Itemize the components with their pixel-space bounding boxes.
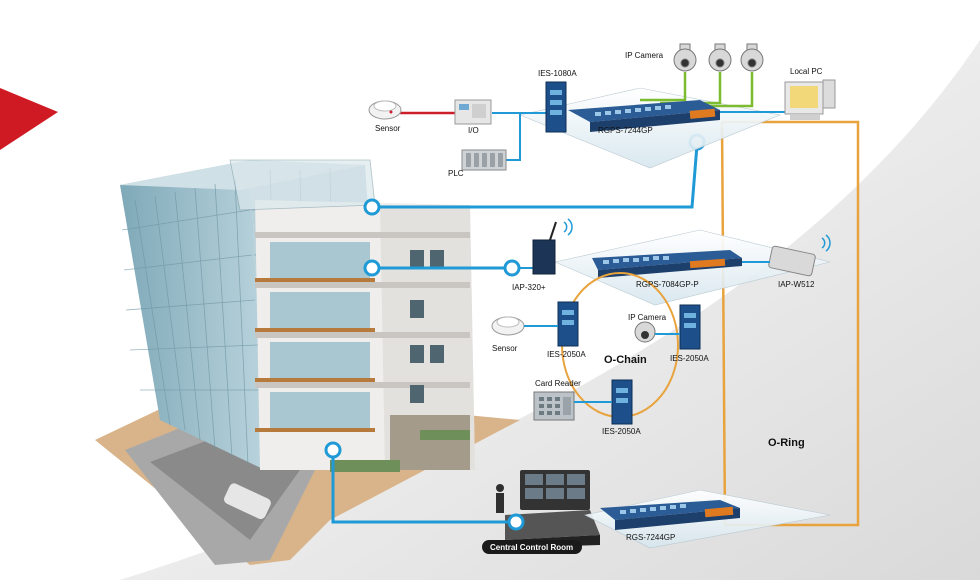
- plc-icon: [461, 149, 507, 171]
- label-ip-camera-top: IP Camera: [625, 51, 664, 60]
- label-plc: PLC: [448, 169, 464, 178]
- car-icon: [224, 483, 271, 520]
- label-rgps-7244gp: RGPS-7244GP: [598, 126, 653, 135]
- red-triangle-accent: [0, 88, 58, 150]
- label-ip-camera-mid: IP Camera: [628, 313, 667, 322]
- label-ies-2050a-left: IES-2050A: [547, 350, 586, 359]
- o-ring-line: [720, 120, 860, 527]
- label-ies-2050a-right: IES-2050A: [670, 354, 709, 363]
- label-rgs-7244gp: RGS-7244GP: [626, 533, 675, 542]
- sensor-mid-icon: [491, 316, 525, 336]
- ies-2050a-right-icon: [679, 304, 701, 350]
- label-iap-w512: IAP-W512: [778, 280, 815, 289]
- rgs-7244gp-switch-icon: [600, 500, 740, 530]
- label-io: I/O: [468, 126, 479, 135]
- ip-camera-mid-icon: [634, 321, 656, 343]
- label-local-pc: Local PC: [790, 67, 823, 76]
- label-o-ring: O-Ring: [768, 437, 805, 449]
- rgps-7084gp-p-switch-icon: [592, 250, 742, 278]
- label-card-reader: Card Reader: [535, 379, 581, 388]
- sensor-top-icon: [368, 100, 402, 120]
- label-o-chain: O-Chain: [604, 354, 647, 366]
- iap-w512-icon: [768, 234, 831, 277]
- rgps-7244gp-switch-icon: [568, 100, 720, 132]
- label-ies-1080a: IES-1080A: [538, 69, 577, 78]
- ies-2050a-left-icon: [557, 301, 579, 347]
- card-reader-icon: [533, 391, 575, 421]
- label-central-control-room: Central Control Room: [490, 543, 573, 552]
- building-illustration: [120, 159, 475, 472]
- io-module-icon: [454, 99, 492, 125]
- label-iap-320: IAP-320+: [512, 283, 546, 292]
- iap-320-icon: [532, 218, 573, 275]
- building-links: [331, 144, 699, 524]
- ies-2050a-bottom-icon: [611, 379, 633, 425]
- ip-camera-top-icons: [673, 43, 764, 72]
- label-rgps-7084gp-p: RGPS-7084GP-P: [636, 280, 699, 289]
- background-swoosh: [120, 40, 980, 580]
- label-ies-2050a-bottom: IES-2050A: [602, 427, 641, 436]
- local-pc-icon: [784, 79, 836, 120]
- label-sensor-top: Sensor: [375, 124, 401, 133]
- central-control-room-badge: [482, 540, 582, 554]
- ies-1080a-switch-icon: [545, 81, 567, 133]
- label-sensor-mid: Sensor: [492, 344, 518, 353]
